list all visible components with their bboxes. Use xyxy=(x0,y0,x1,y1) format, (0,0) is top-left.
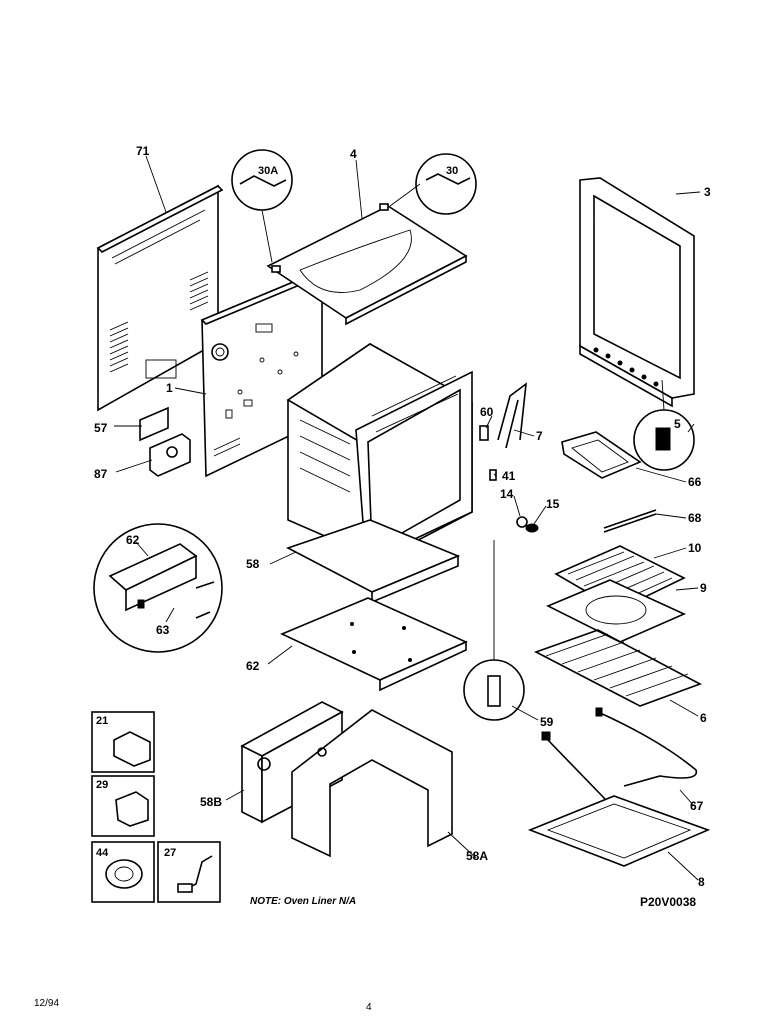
insulation-58a xyxy=(291,709,453,858)
insulation-58 xyxy=(285,519,461,604)
label-29: 29 xyxy=(96,779,108,791)
label-8: 8 xyxy=(698,875,705,889)
label-30a: 30A xyxy=(258,165,278,177)
bracket-87 xyxy=(149,433,191,477)
label-87: 87 xyxy=(94,467,108,481)
label-58a: 58A xyxy=(466,849,488,863)
box-29 xyxy=(91,775,155,837)
label-63: 63 xyxy=(156,623,170,637)
detail-30 xyxy=(389,153,477,215)
broil-pan-9 xyxy=(546,579,686,643)
label-62-detail: 62 xyxy=(126,533,140,547)
oven-rack-6 xyxy=(533,629,702,707)
label-67: 67 xyxy=(690,799,704,813)
label-7: 7 xyxy=(536,429,543,443)
detail-5 xyxy=(633,379,695,471)
sensor-67 xyxy=(595,707,698,787)
detail-62-63 xyxy=(93,523,223,653)
label-68: 68 xyxy=(688,511,702,525)
label-4: 4 xyxy=(350,147,357,161)
element-68 xyxy=(603,509,657,533)
leader-lines xyxy=(114,155,699,881)
label-9: 9 xyxy=(700,581,707,595)
label-58b: 58B xyxy=(200,795,222,809)
label-3: 3 xyxy=(704,185,711,199)
part-labels: 71 4 30A 30 3 1 57 87 60 7 5 66 41 14 15… xyxy=(94,144,711,889)
label-21: 21 xyxy=(96,715,108,727)
label-66: 66 xyxy=(688,475,702,489)
hinge-parts xyxy=(479,382,539,533)
label-14: 14 xyxy=(500,487,514,501)
label-44: 44 xyxy=(96,847,109,859)
tray-8 xyxy=(527,731,711,867)
label-10: 10 xyxy=(688,541,702,555)
label-1: 1 xyxy=(166,381,173,395)
oven-liner-note: NOTE: Oven Liner N/A xyxy=(250,896,356,907)
label-58: 58 xyxy=(246,557,260,571)
label-57: 57 xyxy=(94,421,108,435)
oven-cabinet-frame xyxy=(286,343,473,564)
box-44 xyxy=(91,841,155,903)
box-27 xyxy=(157,841,221,903)
bracket-57 xyxy=(139,406,169,442)
back-panel-71 xyxy=(96,184,224,412)
bottom-panel-62 xyxy=(280,597,468,692)
detail-59 xyxy=(463,540,525,721)
label-15: 15 xyxy=(546,497,560,511)
label-30: 30 xyxy=(446,165,458,177)
label-27: 27 xyxy=(164,847,176,859)
page-number: 4 xyxy=(366,1002,372,1013)
label-60: 60 xyxy=(480,405,494,419)
detail-30a xyxy=(231,149,293,263)
label-71: 71 xyxy=(136,144,150,158)
revision-date: 12/94 xyxy=(34,998,59,1009)
broil-element-66 xyxy=(561,431,642,479)
top-cover-4 xyxy=(266,203,468,326)
oven-door-3 xyxy=(579,177,701,408)
label-6: 6 xyxy=(700,711,707,725)
label-62: 62 xyxy=(246,659,260,673)
drawing-code: P20V0038 xyxy=(640,895,696,909)
box-21 xyxy=(91,711,155,773)
label-41: 41 xyxy=(502,469,516,483)
label-5: 5 xyxy=(674,417,681,431)
label-59: 59 xyxy=(540,715,554,729)
